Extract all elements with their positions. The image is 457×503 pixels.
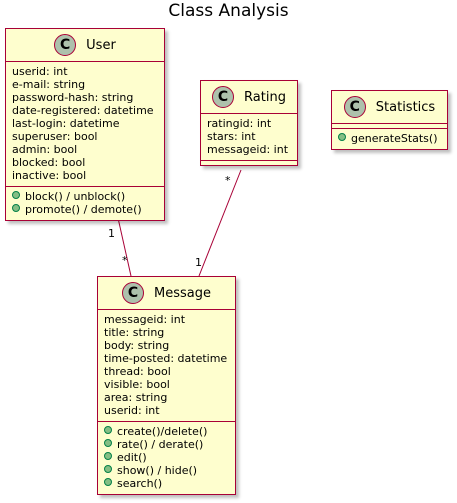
user-message-association xyxy=(117,217,132,277)
attribute: password-hash: string xyxy=(12,91,134,104)
class-badge-icon: C xyxy=(54,34,77,56)
method: show() / hide() xyxy=(104,464,229,477)
method-list: block() / unblock() promote() / demote() xyxy=(6,187,164,220)
attribute: stars: int xyxy=(207,130,256,143)
class-header: C Message xyxy=(98,277,235,310)
class-badge-icon: C xyxy=(343,96,366,118)
attribute: body: string xyxy=(104,339,170,352)
attribute: superuser: bool xyxy=(12,130,98,143)
class-statistics[interactable]: C Statistics generateStats() xyxy=(331,90,448,150)
attribute: time-posted: datetime xyxy=(104,352,228,365)
attribute-list: userid: int e-mail: string password-hash… xyxy=(6,62,164,187)
method: generateStats() xyxy=(338,132,441,145)
message-multiplicity-user: * xyxy=(122,254,128,267)
attribute: thread: bool xyxy=(104,365,171,378)
attribute: ratingid: int xyxy=(207,117,272,130)
method: block() / unblock() xyxy=(12,190,158,203)
attribute: date-registered: datetime xyxy=(12,104,154,117)
class-rating[interactable]: C Rating ratingid: int stars: int messag… xyxy=(200,80,298,166)
rating-multiplicity: * xyxy=(225,174,231,187)
method: create()/delete() xyxy=(104,425,229,438)
method: search() xyxy=(104,477,229,490)
class-message[interactable]: C Message messageid: int title: string b… xyxy=(97,276,236,495)
message-multiplicity-rating: 1 xyxy=(195,256,202,269)
attribute: userid: int xyxy=(104,404,160,417)
class-user[interactable]: C User userid: int e-mail: string passwo… xyxy=(5,28,165,221)
method: rate() / derate() xyxy=(104,438,229,451)
class-header: C User xyxy=(6,29,164,62)
attribute: last-login: datetime xyxy=(12,117,120,130)
method-list xyxy=(201,161,297,165)
attribute: userid: int xyxy=(12,65,68,78)
method: edit() xyxy=(104,451,229,464)
attribute-list: messageid: int title: string body: strin… xyxy=(98,310,235,422)
attribute: title: string xyxy=(104,326,165,339)
attribute: admin: bool xyxy=(12,143,78,156)
method-list: create()/delete() rate() / derate() edit… xyxy=(98,422,235,494)
method-list: generateStats() xyxy=(332,129,447,149)
class-name: Rating xyxy=(244,89,286,105)
class-name: Message xyxy=(154,285,211,301)
class-header: C Rating xyxy=(201,81,297,114)
method: promote() / demote() xyxy=(12,203,158,216)
attribute: blocked: bool xyxy=(12,156,86,169)
class-header: C Statistics xyxy=(332,91,447,124)
attribute: e-mail: string xyxy=(12,78,86,91)
attribute-list: ratingid: int stars: int messageid: int xyxy=(201,114,297,161)
rating-message-association xyxy=(198,169,242,277)
diagram-title: Class Analysis xyxy=(168,1,289,21)
attribute: inactive: bool xyxy=(12,169,87,182)
attribute: area: string xyxy=(104,391,168,404)
class-name: Statistics xyxy=(375,99,436,115)
class-badge-icon: C xyxy=(122,282,144,304)
user-multiplicity: 1 xyxy=(108,227,115,240)
class-badge-icon: C xyxy=(212,86,235,108)
class-name: User xyxy=(86,37,116,53)
attribute: messageid: int xyxy=(104,313,186,326)
attribute-list xyxy=(332,124,447,129)
attribute: visible: bool xyxy=(104,378,170,391)
attribute: messageid: int xyxy=(207,143,289,156)
